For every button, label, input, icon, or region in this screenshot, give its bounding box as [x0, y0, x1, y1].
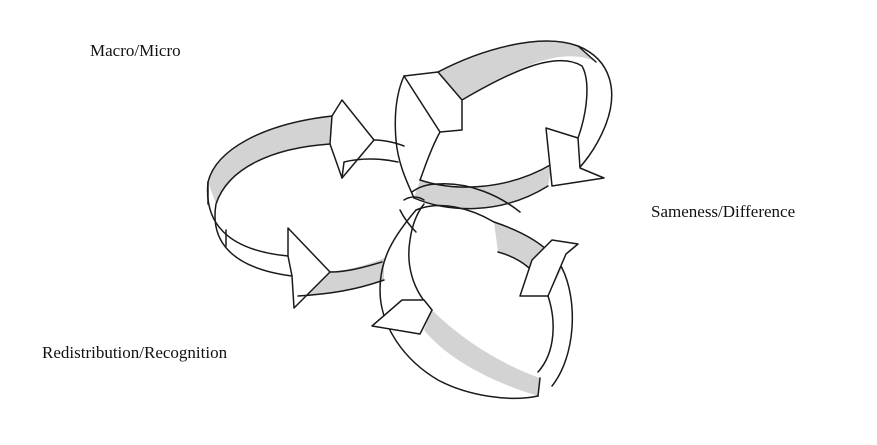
top-loop-arrowhead-right	[545, 127, 605, 187]
label-sameness-difference: Sameness/Difference	[651, 202, 796, 221]
top-right-loop	[394, 40, 613, 210]
bottom-loop	[371, 183, 579, 400]
left-loop	[206, 99, 405, 309]
left-loop-arrowhead-bottom	[287, 227, 331, 309]
top-loop-inner-band	[438, 41, 596, 100]
bottom-loop-arrowhead-left	[371, 299, 433, 335]
bottom-loop-arrowhead-right	[519, 239, 579, 297]
central-crossing	[399, 183, 439, 233]
bottom-loop-inner-band-lower	[424, 310, 540, 396]
label-macro-micro: Macro/Micro	[90, 41, 181, 60]
label-redistribution-recognition: Redistribution/Recognition	[42, 343, 228, 362]
top-loop-arrowhead-left	[403, 71, 463, 133]
left-loop-front-band	[207, 182, 292, 276]
left-loop-arrowhead-top	[329, 99, 375, 179]
left-loop-inner-band	[208, 116, 332, 204]
